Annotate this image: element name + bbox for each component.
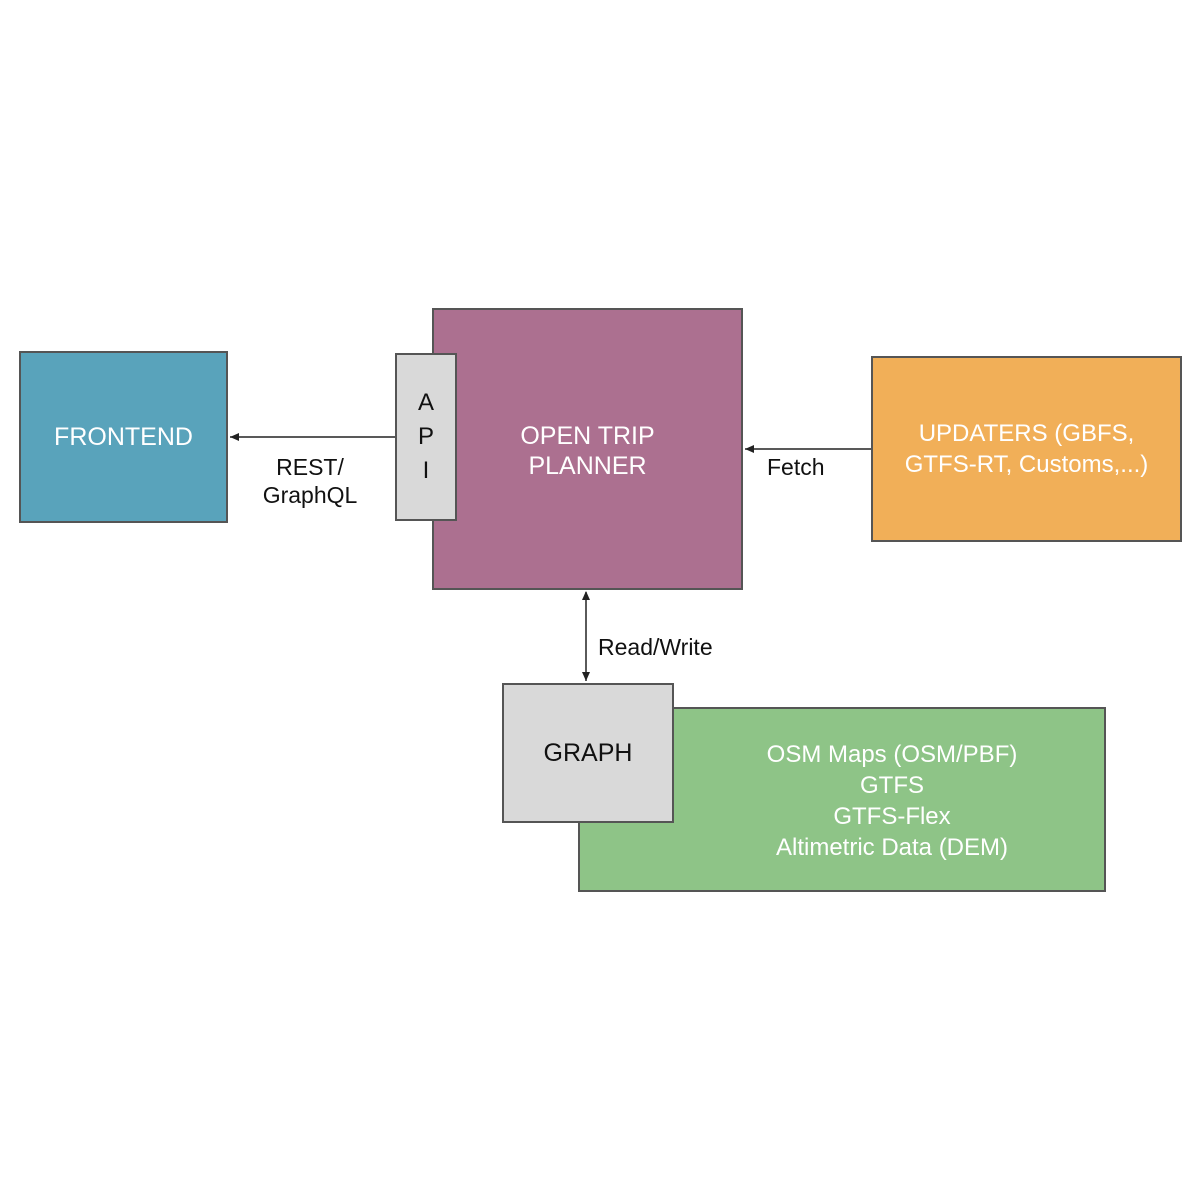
api-letter-a: A — [417, 389, 434, 416]
data-source-item: GTFS-Flex — [833, 803, 951, 830]
api-letter-p: P — [417, 423, 434, 450]
updaters-node: UPDATERS (GBFS, GTFS-RT, Customs,...) — [871, 356, 1182, 542]
graph-node: GRAPH — [502, 683, 674, 823]
api-letter-i: I — [422, 457, 430, 484]
data-source-item: OSM Maps (OSM/PBF) — [766, 741, 1018, 768]
rest-label-line-1: REST/ — [276, 454, 344, 480]
data-source-item: GTFS — [860, 772, 924, 799]
rest-label-line-2: GraphQL — [262, 482, 358, 508]
otp-label-line-2: PLANNER — [528, 452, 647, 480]
frontend-node: FRONTEND — [19, 351, 228, 523]
data-sources-list: OSM Maps (OSM/PBF) GTFS GTFS-Flex Altime… — [680, 739, 1104, 863]
open-trip-planner-node: OPEN TRIP PLANNER — [432, 308, 743, 590]
data-source-item: Altimetric Data (DEM) — [775, 834, 1009, 861]
updaters-label-line-2: GTFS-RT, Customs,...) — [904, 451, 1149, 478]
rest-graphql-label: REST/ GraphQL — [250, 453, 370, 509]
api-node: A P I — [395, 353, 457, 521]
otp-label-line-1: OPEN TRIP — [520, 422, 655, 450]
fetch-label: Fetch — [767, 454, 825, 480]
updaters-label-line-1: UPDATERS (GBFS, — [918, 420, 1135, 447]
graph-label: GRAPH — [543, 738, 633, 767]
frontend-label: FRONTEND — [54, 422, 193, 451]
read-write-label: Read/Write — [598, 634, 713, 660]
